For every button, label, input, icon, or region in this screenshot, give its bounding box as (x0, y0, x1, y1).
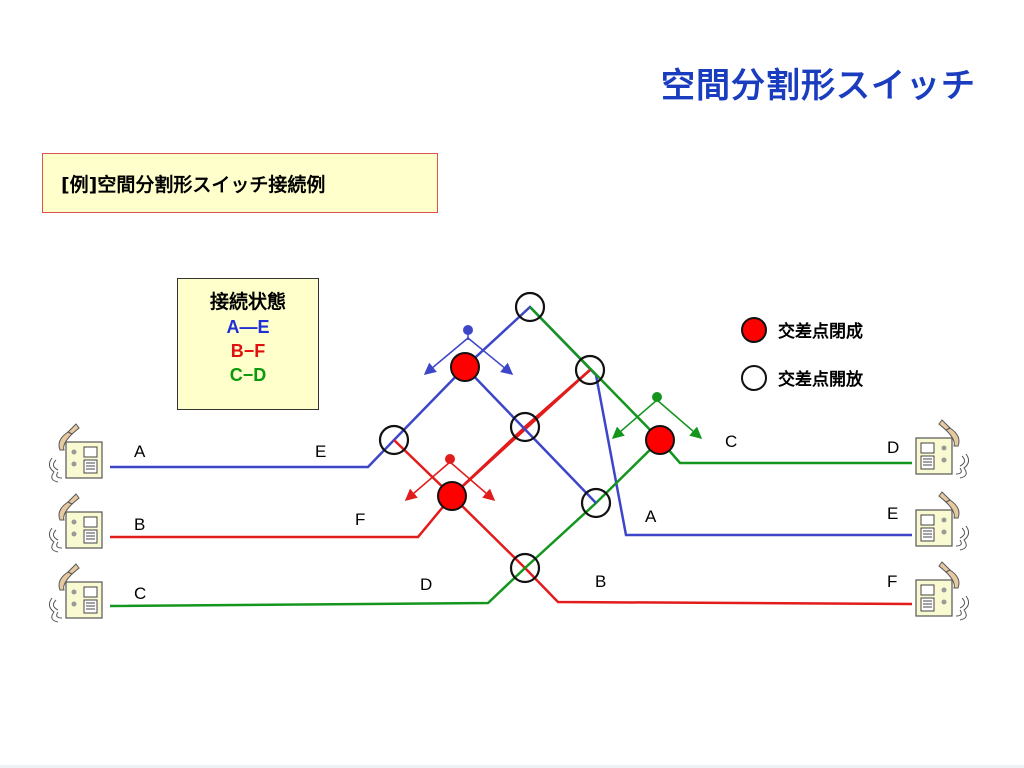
terminal-label-b: B (134, 515, 145, 534)
phone-b-icon (48, 493, 103, 553)
status-row-b-f: B−F (230, 341, 266, 361)
example-caption-box: [例]空間分割形スイッチ接続例 (42, 153, 438, 213)
legend-open-label: 交差点開放 (778, 369, 864, 390)
phone-c-icon (48, 563, 103, 623)
connection-status-box: 接続状態 A—E B−F C−D (177, 278, 319, 410)
crosspoint-closed (450, 352, 480, 382)
crosspoint-open (574, 354, 606, 386)
phone-f-icon (916, 562, 969, 620)
crosspoint-open (378, 424, 410, 456)
line-a-e (110, 305, 912, 537)
crosspoint-closed (645, 425, 675, 455)
status-row-c-d: C−D (229, 365, 267, 385)
bottom-rule (0, 765, 1024, 768)
line-label-e: E (315, 442, 326, 461)
crosspoint-open (509, 552, 541, 584)
mesh-segment (529, 306, 661, 441)
line-label-d: D (420, 575, 432, 594)
connection-status-title: 接続状態 (209, 291, 286, 313)
red-direction-arrows (404, 454, 496, 501)
line-c-d (109, 438, 912, 608)
blue-direction-arrows (423, 325, 514, 375)
crosspoint-closed (437, 481, 467, 511)
phone-d-icon (916, 420, 969, 478)
crosspoint-open (509, 411, 541, 443)
phone-e-icon (916, 492, 969, 550)
green-direction-arrows (611, 392, 703, 439)
terminal-label-e: E (887, 504, 898, 523)
terminal-label-f: F (887, 572, 897, 591)
legend-open-icon (741, 365, 767, 391)
phone-a-icon (48, 423, 103, 483)
line-label-c: C (725, 432, 737, 451)
terminal-label-c: C (134, 584, 146, 603)
example-caption: [例]空間分割形スイッチ接続例 (61, 173, 326, 196)
line-label-f: F (355, 510, 365, 529)
terminal-label-d: D (887, 438, 899, 457)
line-label-b: B (595, 572, 606, 591)
crosspoint-open (580, 487, 612, 519)
legend-closed-icon (741, 317, 767, 343)
terminal-label-a: A (134, 442, 146, 461)
line-label-a: A (645, 507, 657, 526)
legend-closed-label: 交差点閉成 (778, 321, 863, 342)
mesh-segment (464, 366, 597, 504)
status-row-a-e: A—E (226, 317, 270, 337)
slide-title: 空間分割形スイッチ (661, 66, 976, 106)
crosspoint-open (514, 291, 546, 323)
